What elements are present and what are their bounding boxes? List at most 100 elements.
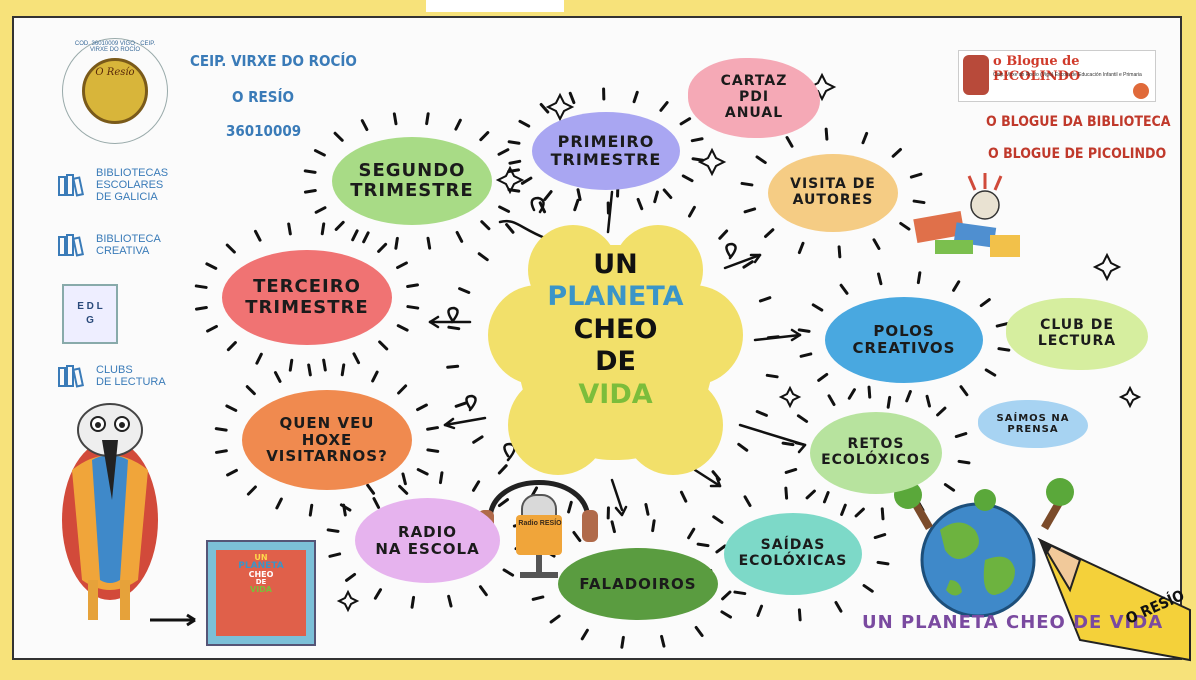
banner-balloon-icon: [1133, 83, 1149, 99]
picolindo-avatar: [963, 55, 989, 95]
connector-saidas: [693, 468, 722, 488]
sunburst-ray: [573, 198, 580, 212]
sunburst-ray: [328, 552, 342, 558]
blog-banner[interactable]: o Blogue de PICOLINDO Ceip. Virxe do Roc…: [958, 50, 1156, 102]
sunburst-ray: [681, 174, 694, 183]
sunburst-ray: [307, 363, 312, 377]
sunburst-ray: [679, 490, 688, 503]
node-faladoiros[interactable]: FALADOIROS: [558, 548, 718, 620]
sunburst-ray: [255, 352, 263, 365]
sunburst-ray: [377, 242, 388, 253]
book-cover[interactable]: UN PLANETA CHEO DE VIDA: [206, 540, 316, 646]
top-paper-strip: [426, 0, 564, 12]
sunburst-ray: [696, 542, 710, 548]
sunburst-ray: [366, 483, 376, 495]
sunburst-ray: [340, 363, 346, 377]
blog-banner-title: o Blogue de PICOLINDO: [993, 54, 1081, 84]
link-blogue-biblioteca[interactable]: O BLOGUE DA BIBLIOTECA: [986, 114, 1171, 130]
sunburst-ray: [322, 358, 327, 372]
sunburst-ray: [837, 245, 842, 259]
sunburst-ray: [687, 527, 696, 540]
sunburst-ray: [543, 190, 553, 201]
sunburst-ray: [426, 236, 432, 250]
sunburst-ray: [840, 503, 847, 516]
center-title-line2: PLANETA: [547, 281, 684, 313]
sunburst-ray: [886, 395, 892, 409]
sunburst-ray: [508, 159, 522, 165]
sunburst-ray: [549, 614, 561, 624]
sunburst-ray: [909, 172, 923, 179]
sunburst-ray: [936, 406, 947, 417]
sunburst-ray: [326, 528, 340, 533]
sunburst-ray: [472, 435, 484, 444]
sunburst-ray: [943, 483, 956, 492]
sunburst-ray: [662, 188, 673, 200]
sunburst-ray: [246, 485, 257, 496]
sunburst-ray: [720, 610, 732, 619]
sunburst-ray: [861, 131, 869, 145]
edlg-badge[interactable]: E D L G: [62, 284, 118, 344]
sunburst-ray: [333, 131, 344, 142]
sparkle-icon: [1118, 385, 1142, 409]
center-title-line1: UN: [593, 249, 638, 280]
sparkle-icon: [697, 147, 727, 177]
sunburst-ray: [891, 147, 902, 158]
sunburst-ray: [764, 228, 775, 239]
school-code: 36010009: [226, 122, 302, 140]
sunburst-ray: [651, 519, 656, 533]
sunburst-ray: [288, 358, 294, 372]
book-cover-title: UN: [254, 553, 268, 562]
sunburst-ray: [401, 472, 407, 486]
sunburst-ray: [827, 394, 836, 406]
sunburst-ray: [905, 390, 912, 403]
sunburst-ray: [737, 442, 749, 452]
sunburst-ray: [679, 117, 692, 126]
sunburst-ray: [225, 404, 238, 412]
sunburst-ray: [758, 296, 772, 303]
sunburst-ray: [360, 119, 369, 132]
sunburst-ray: [784, 486, 789, 500]
sunburst-ray: [410, 595, 416, 609]
connector-segundo: [498, 219, 547, 240]
connector-primeiro: [606, 190, 614, 234]
sunburst-ray: [397, 384, 408, 395]
sunburst-ray: [756, 604, 764, 617]
sunburst-ray: [351, 229, 359, 242]
sunburst-ray: [568, 91, 576, 105]
sunburst-ray: [275, 497, 283, 510]
sunburst-ray: [796, 414, 809, 423]
sunburst-ray: [507, 140, 521, 145]
sunburst-ray: [580, 628, 589, 641]
sunburst-ray: [226, 341, 237, 352]
sunburst-ray: [834, 601, 843, 613]
sunburst-ray: [694, 625, 704, 638]
sunburst-ray: [308, 503, 314, 517]
radio-microphone-icon: [478, 480, 598, 578]
center-title-line4: DE: [595, 346, 636, 378]
sunburst-ray: [839, 283, 849, 295]
sunburst-ray: [372, 497, 381, 509]
sunburst-ray: [446, 364, 460, 369]
connector-visita: [723, 253, 762, 270]
school-logo[interactable]: COD. 36010009 VIGO · CEIP. VIRXE DO ROCÍ…: [62, 38, 168, 144]
link-blogue-picolindo[interactable]: O BLOGUE DE PICOLINDO: [988, 146, 1167, 162]
sunburst-ray: [416, 403, 428, 412]
sunburst-ray: [497, 148, 510, 156]
